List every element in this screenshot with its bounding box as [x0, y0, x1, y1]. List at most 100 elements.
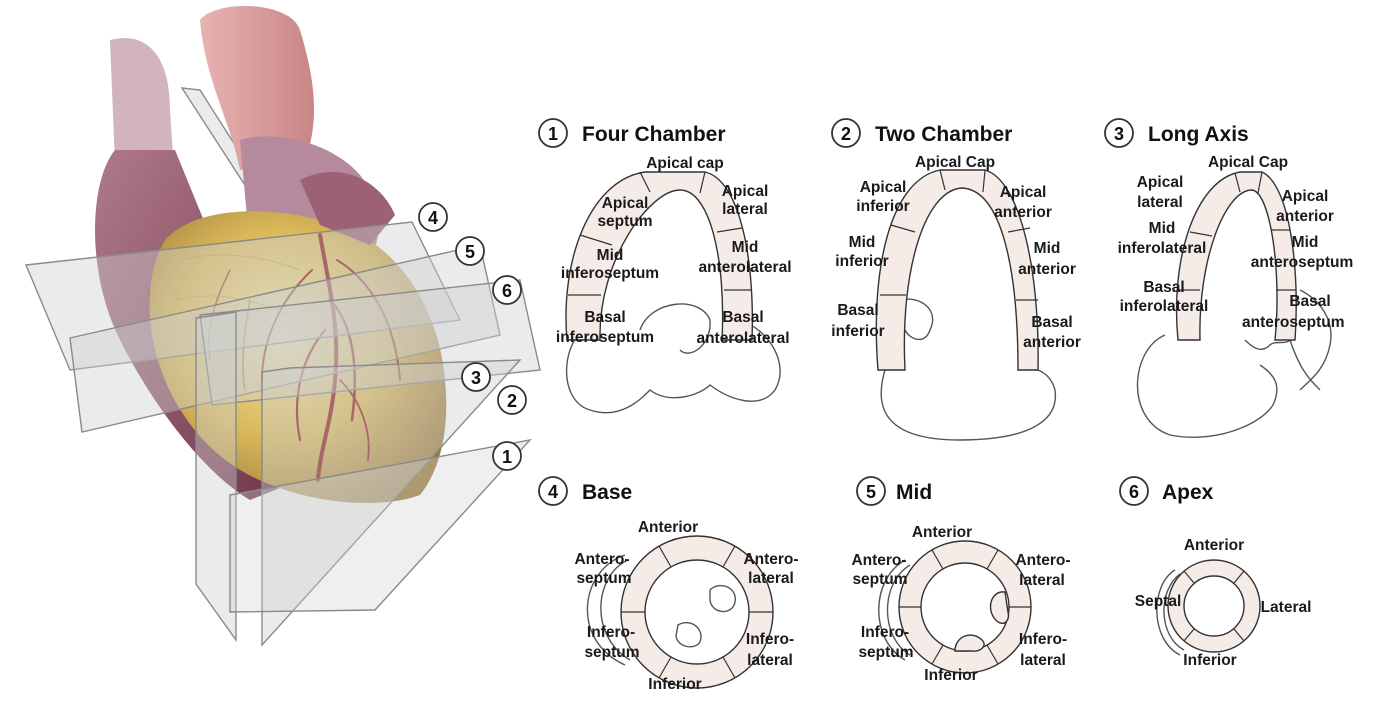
view-number: 6 [1129, 482, 1139, 502]
label-apical-lateral: Apical [722, 183, 769, 200]
mid-segment-dividers [899, 549, 1031, 665]
label-basal-anterolateral: Basal [722, 309, 763, 326]
view-number-badge [538, 118, 568, 148]
label-inferolateral: Infero- [746, 631, 794, 648]
view-title: Base [582, 481, 632, 504]
two-chamber-segment-dividers [880, 169, 1038, 301]
label-septal: Septal [1135, 593, 1182, 610]
label-anteroseptum: Antero- [574, 551, 629, 568]
svg-text:3: 3 [471, 368, 481, 388]
label-anterolateral: Antero- [743, 551, 798, 568]
label-basal-inferoseptum: Basal [584, 309, 625, 326]
label-anterolateral: Antero- [1015, 552, 1070, 569]
label-apical-cap: Apical Cap [1208, 154, 1288, 171]
base-rv-outline [586, 554, 626, 666]
four-chamber-valve [639, 303, 711, 354]
mid-rv-outline-2 [886, 564, 911, 656]
svg-text:5: 5 [465, 242, 475, 262]
plane-base [24, 221, 462, 371]
label-mid-inferior: Mid [849, 234, 876, 251]
view-number-badge [856, 476, 886, 506]
long-axis-aorta-outline [1244, 338, 1321, 391]
view-apex: 6 Apex Anterior Septal Lateral Inferior [1119, 476, 1311, 669]
svg-text:6: 6 [502, 281, 512, 301]
label-basal-anterior-2: anterior [1023, 334, 1081, 351]
heart-illustration: 4 5 6 3 2 1 [24, 6, 541, 647]
label-inferoseptum: Infero- [587, 624, 635, 641]
label-inferolateral-2: lateral [747, 652, 793, 669]
label-mid-anterior-2: anterior [1018, 261, 1076, 278]
label-apical-septum: Apical [602, 195, 649, 212]
label-inferoseptum-2: septum [584, 644, 639, 661]
muscle-striations [174, 254, 426, 481]
label-mid-anteroseptum: Mid [1292, 234, 1319, 251]
svg-text:1: 1 [502, 447, 512, 467]
apex-rv-outline [1156, 569, 1181, 656]
plane-mid [69, 244, 501, 433]
view-number-badge [831, 118, 861, 148]
label-mid-anterolateral: Mid [732, 239, 759, 256]
label-apical-lateral: Apical [1137, 174, 1184, 191]
long-axis-aorta-outline-2 [1299, 289, 1332, 391]
view-long-axis: 3 Long Axis Apical Cap Apical lateral Ap… [1104, 118, 1353, 438]
view-title: Two Chamber [875, 123, 1012, 146]
view-number: 4 [548, 482, 558, 502]
view-number-badge [1104, 118, 1134, 148]
long-axis-segment-dividers [1179, 171, 1296, 291]
view-number: 3 [1114, 124, 1124, 144]
view-title: Apex [1162, 481, 1214, 504]
plane-two-chamber [195, 311, 237, 643]
label-anteroseptum-2: septum [852, 571, 907, 588]
label-basal-anterolateral-2: anterolateral [696, 330, 789, 347]
label-apical-lateral-2: lateral [722, 201, 768, 218]
view-number-badge [538, 476, 568, 506]
long-axis-myocardium [1175, 171, 1297, 341]
plane-number-2: 2 [497, 385, 527, 415]
four-chamber-segment-dividers [568, 171, 752, 296]
view-number: 2 [841, 124, 851, 144]
plane-number-5: 5 [455, 236, 485, 266]
view-title: Four Chamber [582, 123, 726, 146]
label-inferior: Inferior [1183, 652, 1236, 669]
label-basal-anterior: Basal [1031, 314, 1072, 331]
mid-papillary-1 [989, 591, 1010, 624]
label-anterior: Anterior [638, 519, 698, 536]
label-mid-anterolateral-2: anterolateral [698, 259, 791, 276]
two-chamber-valve [899, 298, 934, 341]
svg-text:2: 2 [507, 391, 517, 411]
label-basal-inferolateral-2: inferolateral [1120, 298, 1209, 315]
label-basal-inferolateral: Basal [1143, 279, 1184, 296]
label-apical-inferior: Apical [860, 179, 907, 196]
label-anterolateral-2: lateral [748, 570, 794, 587]
apex-lumen [1183, 575, 1245, 637]
label-anterolateral-2: lateral [1019, 572, 1065, 589]
two-chamber-base-outline [880, 367, 1057, 441]
label-apical-inferior-2: inferior [856, 198, 909, 215]
view-title: Mid [896, 481, 932, 504]
view-base: 4 Base Anterior Antero- septum Antero- l… [538, 476, 799, 693]
label-apical-cap: Apical Cap [915, 154, 995, 171]
aorta [200, 6, 315, 170]
view-four-chamber: 1 Four Chamber Apical cap Apical septum … [538, 118, 792, 414]
label-basal-anteroseptum: Basal [1289, 293, 1330, 310]
label-inferoseptum-2: septum [858, 644, 913, 661]
plane-long-axis [261, 359, 522, 647]
svg-text:4: 4 [428, 208, 438, 228]
label-apical-anterior-2: anterior [994, 204, 1052, 221]
label-mid-anterior: Mid [1034, 240, 1061, 257]
label-inferior: Inferior [648, 676, 701, 693]
long-axis-base-outline [1136, 334, 1278, 438]
plane-number-3: 3 [461, 362, 491, 392]
label-apical-septum-2: septum [597, 213, 652, 230]
label-inferoseptum: Infero- [861, 624, 909, 641]
mid-rv-outline [878, 559, 906, 661]
label-apical-cap: Apical cap [646, 155, 724, 172]
plane-number-6: 6 [492, 275, 522, 305]
label-inferior: Inferior [924, 667, 977, 684]
four-chamber-myocardium [565, 171, 754, 341]
two-chamber-myocardium [875, 169, 1039, 371]
label-basal-anteroseptum-2: anteroseptum [1242, 314, 1345, 331]
view-number-badge [1119, 476, 1149, 506]
apex-rv-outline-2 [1163, 573, 1185, 651]
